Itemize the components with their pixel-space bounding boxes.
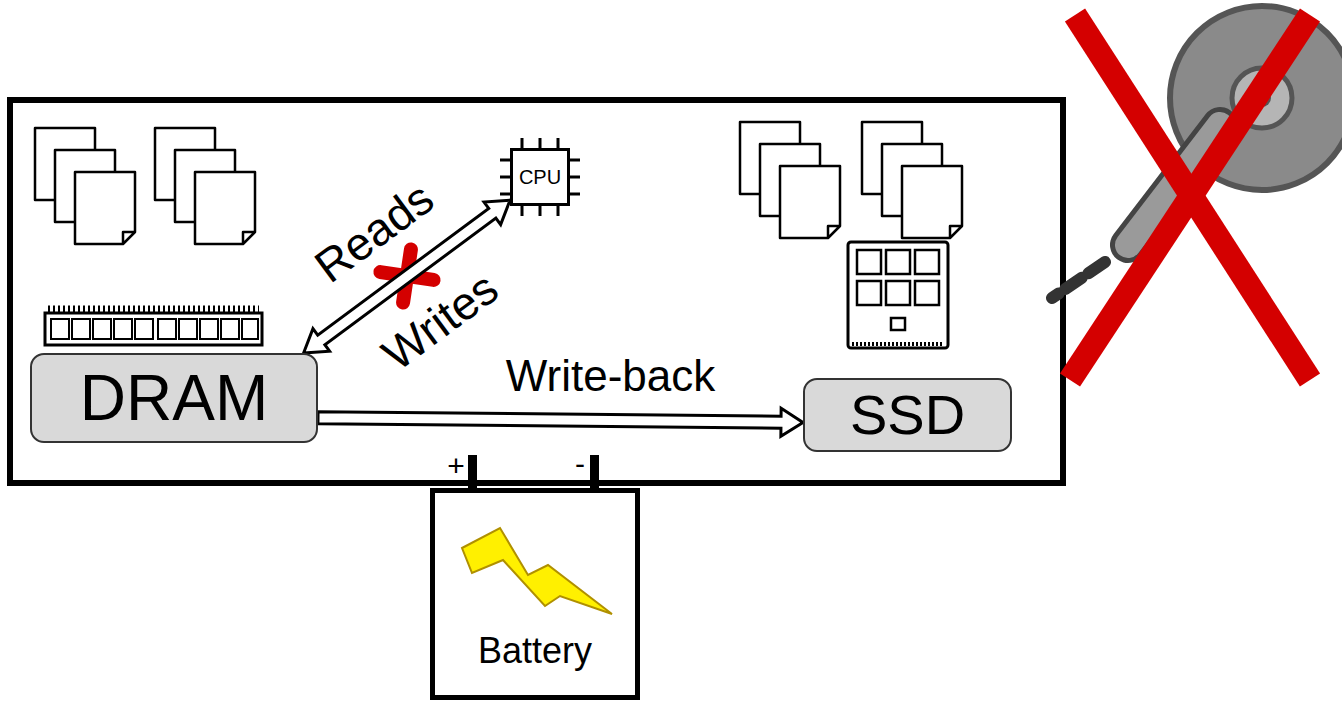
system-box	[10, 100, 1063, 483]
battery-box: Battery	[430, 488, 640, 700]
hollow-arrow	[318, 408, 803, 436]
document-stack	[740, 122, 840, 238]
document-stack	[155, 128, 255, 244]
node-text: SSD	[850, 387, 965, 443]
node-text: CPU	[519, 167, 561, 187]
document-stacks	[35, 122, 962, 244]
node-text: Battery	[478, 633, 592, 669]
terminal-sign: -	[575, 449, 585, 479]
document-stack	[862, 122, 962, 238]
lightning-bolt	[462, 528, 612, 614]
node-text: DRAM	[80, 366, 268, 430]
memory-box: DRAM	[30, 353, 318, 443]
dram-module	[45, 309, 262, 345]
document-stack	[35, 128, 135, 244]
terminal-sign: +	[447, 451, 465, 481]
cpu-chip: CPU	[510, 148, 570, 206]
hard-disk-cross	[1070, 15, 1310, 380]
edge-label: Write-back	[506, 354, 715, 398]
storage-box: SSD	[803, 378, 1012, 452]
cpu-pins	[500, 138, 580, 216]
ssd-chip	[848, 242, 948, 348]
